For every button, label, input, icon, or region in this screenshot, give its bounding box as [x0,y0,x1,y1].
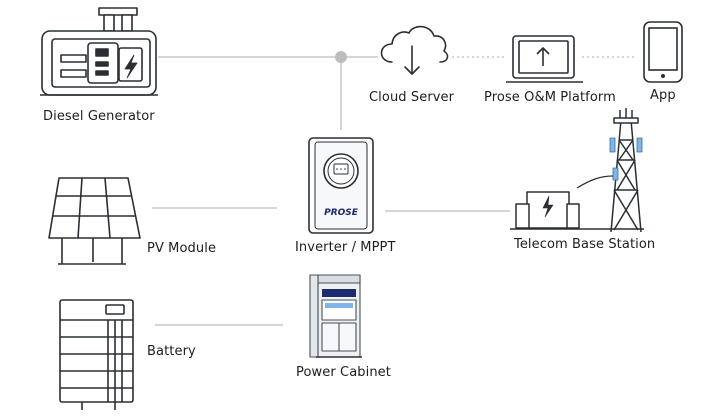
om-platform-label: Prose O&M Platform [484,90,616,105]
app-phone-icon [643,21,683,83]
telecom-base-station-label: Telecom Base Station [514,237,656,252]
power-cabinet-icon [309,274,362,358]
diesel-generator-label: Diesel Generator [43,109,155,124]
app-label: App [650,88,676,103]
pv-module-label: PV Module [147,241,217,256]
inverter-brand-text: PROSE [324,208,359,218]
telecom-base-station-icon [510,108,644,233]
inverter-icon [308,137,374,234]
battery-rack-icon [59,299,134,410]
inverter-label: Inverter / MPPT [295,240,396,255]
diesel-generator-icon [40,7,158,96]
bus-junction-node [335,51,347,63]
cloud-server-icon [380,25,449,75]
power-cabinet-label: Power Cabinet [296,365,391,380]
om-platform-monitor-icon [506,35,583,83]
battery-label: Battery [147,344,196,359]
pv-module-icon [48,177,141,265]
cloud-server-label: Cloud Server [369,90,455,105]
